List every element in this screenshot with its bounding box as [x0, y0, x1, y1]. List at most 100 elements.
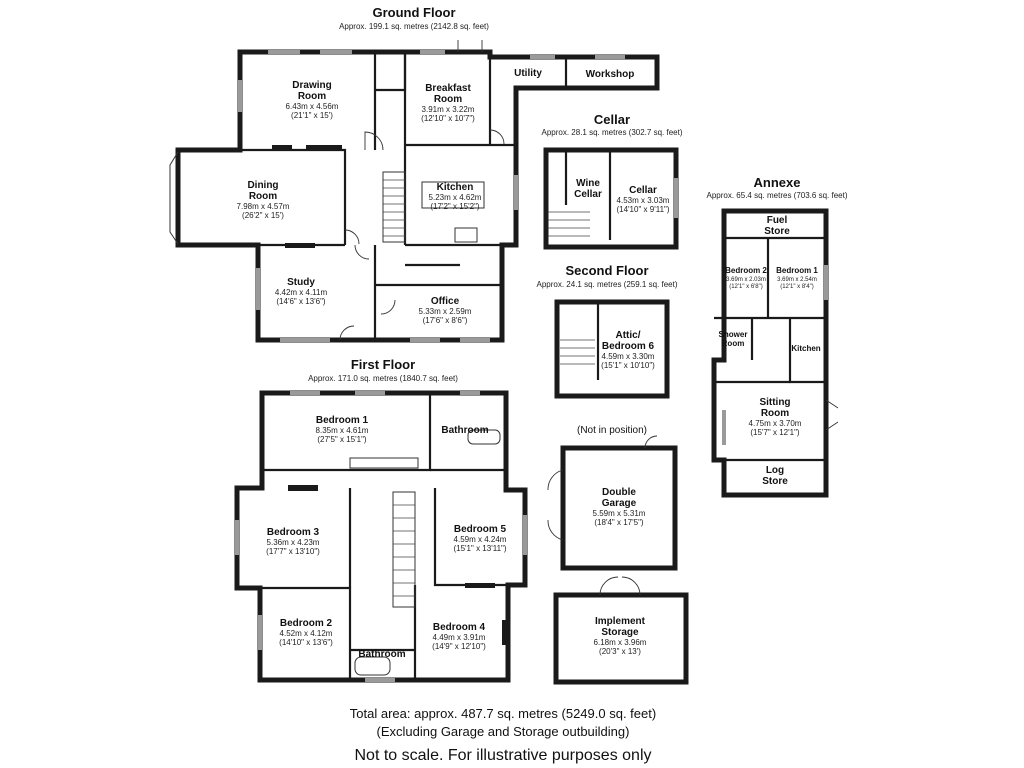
bathroom-lower-label: Bathroom: [358, 649, 405, 660]
double-garage-metric: 5.59m x 5.31m: [593, 509, 646, 518]
double-garage-label-1: Double: [602, 487, 636, 498]
ground-doors: [339, 40, 505, 341]
annexe-outer-wall: [711, 208, 829, 498]
dining-bay-window: [169, 151, 179, 245]
bathroom-upper-label: Bathroom: [441, 425, 488, 436]
first-floor-area: Approx. 171.0 sq. metres (1840.7 sq. fee…: [308, 374, 458, 383]
office-imperial: (17'6" x 8'6"): [423, 316, 468, 325]
attic-label-1: Attic/: [616, 330, 641, 341]
annexe-kitchen-label: Kitchen: [791, 344, 820, 353]
shower-room-label-1: Shower: [719, 330, 748, 339]
double-garage: (Not in position) Double Garage 5.59m x …: [547, 425, 678, 571]
implement-storage: Implement Storage 6.18m x 3.96m (20'3" x…: [553, 576, 689, 685]
dining-room-label-2: Room: [249, 191, 277, 202]
first-staircase: [392, 491, 416, 608]
ground-staircase: [382, 171, 406, 243]
double-garage-label-2: Garage: [602, 498, 637, 509]
bedroom-3-imperial: (17'7" x 13'10"): [266, 547, 320, 556]
sitting-room-label-1: Sitting: [759, 397, 790, 408]
dining-room-metric: 7.98m x 4.57m: [237, 202, 290, 211]
utility-label: Utility: [514, 68, 542, 79]
first-windows: [235, 391, 527, 682]
bedroom-1-label: Bedroom 1: [316, 415, 369, 426]
bath-tub: [354, 656, 391, 676]
bedroom-5-label: Bedroom 5: [454, 524, 507, 535]
annexe-bedroom-1-label: Bedroom 1: [776, 266, 818, 275]
second-floor-title: Second Floor: [565, 263, 648, 278]
wine-cellar-label-1: Wine: [576, 178, 600, 189]
wardrobes: [349, 457, 419, 469]
footer-notes: Total area: approx. 487.7 sq. metres (52…: [350, 706, 656, 764]
garage-outer-wall: [560, 445, 678, 571]
annexe-bedroom-1-metric: 3.69m x 2.54m: [777, 277, 817, 283]
kitchen-label: Kitchen: [437, 182, 474, 193]
first-floor-outer-wall: [234, 390, 528, 683]
sitting-room-label-2: Room: [761, 408, 789, 419]
breakfast-room-label-1: Breakfast: [425, 83, 471, 94]
attic-metric: 4.59m x 3.30m: [602, 352, 655, 361]
breakfast-room-imperial: (12'10" x 10'7"): [421, 114, 475, 123]
annexe-title: Annexe: [754, 175, 801, 190]
dining-room-imperial: (26'2" x 15'): [242, 211, 284, 220]
study-metric: 4.42m x 4.11m: [275, 288, 328, 297]
log-store-label-2: Store: [762, 476, 788, 487]
bedroom-4-fireplace: [502, 620, 508, 645]
garage-doors: [547, 469, 564, 541]
sitting-room-imperial: (15'7" x 12'1"): [750, 428, 800, 437]
bedroom-3-label: Bedroom 3: [267, 527, 320, 538]
disclaimer-note: Not to scale. For illustrative purposes …: [354, 747, 651, 764]
upper-bath-tub: [467, 429, 501, 445]
cellar-room-label: Cellar: [629, 185, 657, 196]
bedroom-4-metric: 4.49m x 3.91m: [433, 633, 486, 642]
bedroom-2-metric: 4.52m x 4.12m: [280, 629, 333, 638]
double-garage-imperial: (18'4" x 17'5"): [594, 518, 644, 527]
drawing-room-label-1: Drawing: [292, 80, 331, 91]
bedroom-5-imperial: (15'1" x 13'11"): [453, 544, 506, 553]
kitchen-imperial: (17'2" x 15'2"): [430, 202, 480, 211]
bedroom-5-fireplace: [465, 583, 495, 588]
study-fireplace: [285, 243, 315, 248]
implement-storage-metric: 6.18m x 3.96m: [594, 638, 647, 647]
cellar-staircase: [548, 211, 590, 237]
annexe-bedroom-2-label: Bedroom 2: [725, 266, 767, 275]
wc-wall: [375, 52, 407, 92]
wine-cellar-label-2: Cellar: [574, 189, 602, 200]
implement-storage-label-1: Implement: [595, 616, 646, 627]
bedroom-1-metric: 8.35m x 4.61m: [316, 426, 369, 435]
first-floor: First Floor Approx. 171.0 sq. metres (18…: [234, 357, 528, 683]
attic-staircase: [560, 339, 595, 365]
office-label: Office: [431, 296, 460, 307]
bedroom-3-fireplace: [288, 485, 318, 491]
drawing-room-imperial: (21'1" x 15'): [291, 111, 333, 120]
sitting-room-metric: 4.75m x 3.70m: [749, 419, 802, 428]
implement-storage-imperial: (20'3" x 13'): [599, 647, 641, 656]
bedroom-4-label: Bedroom 4: [433, 622, 486, 633]
annexe-bedroom-2-imperial: (12'1" x 6'8"): [729, 284, 763, 290]
ground-floor-area: Approx. 199.1 sq. metres (2142.8 sq. fee…: [339, 22, 489, 31]
cellar-room-metric: 4.53m x 3.03m: [617, 196, 670, 205]
bedroom-4-imperial: (14'9" x 12'10"): [432, 642, 486, 651]
bedroom-3-metric: 5.36m x 4.23m: [267, 538, 320, 547]
bedroom-2-label: Bedroom 2: [280, 618, 333, 629]
second-floor: Second Floor Approx. 24.1 sq. metres (25…: [537, 263, 678, 399]
annexe: Annexe Approx. 65.4 sq. metres (703.6 sq…: [707, 175, 848, 498]
shower-room-label-2: Room: [722, 339, 745, 348]
breakfast-room-metric: 3.91m x 3.22m: [422, 105, 475, 114]
cellar-title: Cellar: [594, 112, 630, 127]
excluding-note: (Excluding Garage and Storage outbuildin…: [377, 724, 630, 739]
implement-storage-outer-wall: [553, 592, 689, 685]
sitting-room-french-doors: [825, 399, 839, 431]
kitchen-metric: 5.23m x 4.62m: [429, 193, 482, 202]
fuel-store-label-1: Fuel: [767, 215, 788, 226]
study-imperial: (14'6" x 13'6"): [276, 297, 326, 306]
total-area-note: Total area: approx. 487.7 sq. metres (52…: [350, 706, 656, 721]
breakfast-room-label-2: Room: [434, 94, 462, 105]
attic-imperial: (15'1" x 10'10"): [601, 361, 655, 370]
cellar: Cellar Approx. 28.1 sq. metres (302.7 sq…: [542, 112, 683, 250]
attic-label-2: Bedroom 6: [602, 341, 655, 352]
implement-storage-label-2: Storage: [601, 627, 639, 638]
drawing-fireplace: [306, 145, 342, 151]
dining-room-label-1: Dining: [247, 180, 278, 191]
study-label: Study: [287, 277, 315, 288]
